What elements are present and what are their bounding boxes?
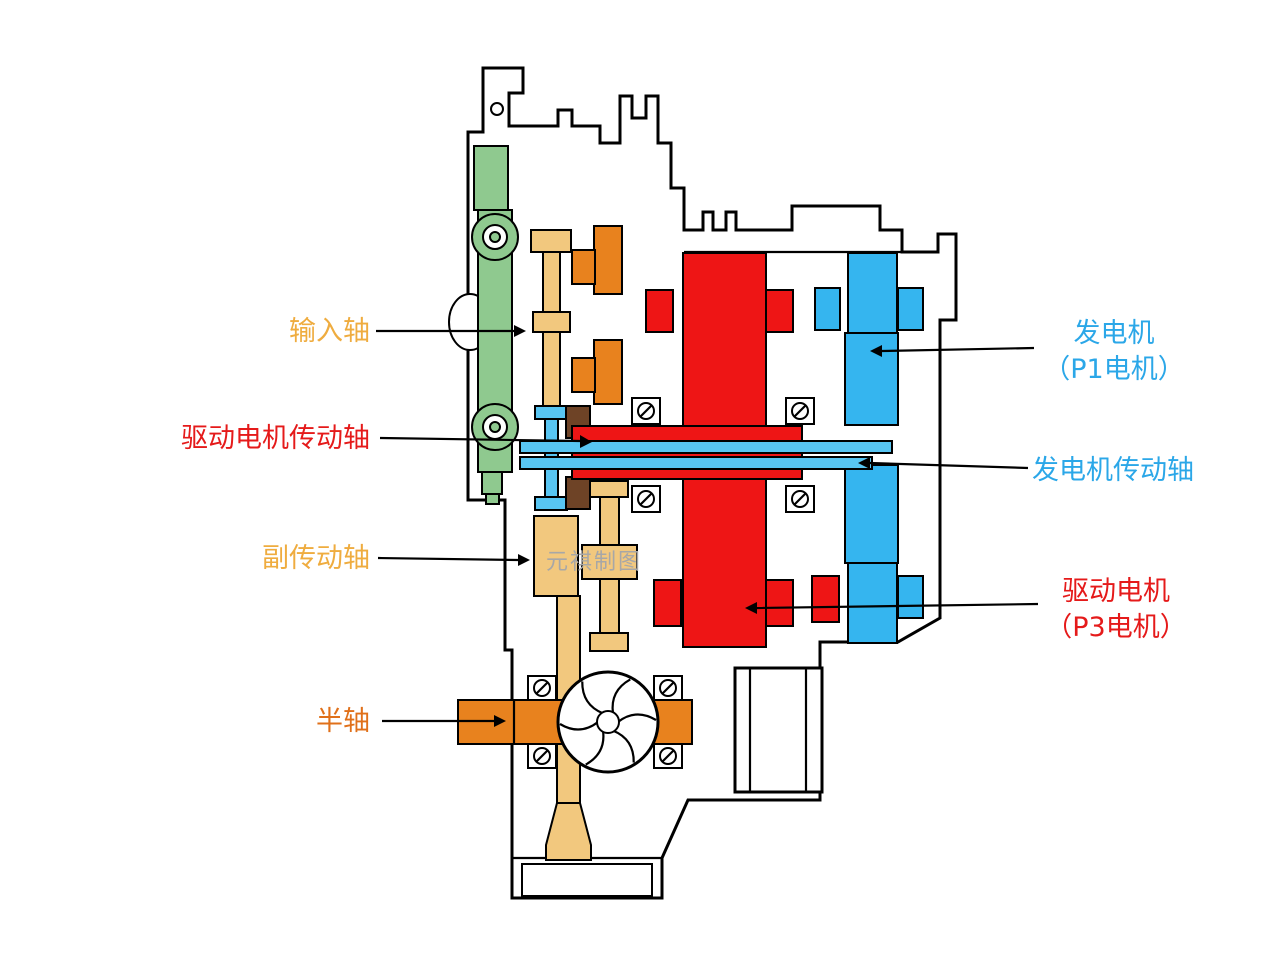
bearing-slash	[793, 404, 807, 418]
label-generator-line1: 发电机	[1073, 318, 1155, 349]
damper-stub-1	[481, 471, 503, 495]
spline-coupling-lower	[565, 476, 591, 510]
diff-spoke	[585, 730, 605, 766]
arrow-counter-shaft	[518, 554, 530, 566]
leader-generator	[881, 346, 1035, 353]
generator-shaft-upper	[519, 440, 893, 454]
diff-spoke	[617, 713, 657, 723]
input-shaft-collar	[532, 311, 571, 333]
housing-bolt	[490, 102, 504, 116]
drive-motor-lug-br	[765, 579, 794, 627]
label-half-shaft: 半轴	[316, 706, 370, 737]
bearing-slash	[639, 404, 653, 418]
generator-shaft-lower	[519, 456, 873, 470]
label-drive-motor: 驱动电机 （P3电机）	[1040, 574, 1192, 647]
bearing-slash	[661, 681, 675, 695]
input-shaft	[530, 229, 572, 409]
input-shaft-flange	[530, 229, 572, 253]
diff-spoke	[559, 721, 599, 731]
damper-top	[473, 145, 509, 211]
label-generator-shaft: 发电机传动轴	[1032, 455, 1194, 486]
generator-rotor-upper	[844, 332, 899, 426]
bearing-icon	[527, 675, 557, 701]
generator-rotor-lower	[844, 464, 899, 564]
drive-motor-stator-top	[682, 252, 767, 428]
generator-shaft	[519, 440, 893, 470]
bearing-icon	[527, 743, 557, 769]
gear-cluster-upper	[571, 225, 623, 295]
label-counter-shaft: 副传动轴	[262, 543, 370, 574]
label-drive-motor-line2: （P3电机）	[1045, 612, 1187, 644]
differential-hub	[596, 710, 620, 734]
leader-counter-shaft	[377, 556, 519, 562]
differential-spokes	[559, 678, 657, 766]
diff-spoke	[611, 678, 631, 714]
damper-hub-upper-center	[489, 231, 501, 243]
leader-lines	[376, 325, 1039, 727]
generator-lug-tr	[897, 287, 924, 331]
label-generator: 发电机 （P1电机）	[1036, 316, 1192, 389]
arrow-input-shaft	[514, 325, 526, 337]
generator	[814, 252, 924, 644]
bearing-slash	[793, 492, 807, 506]
counter-flange-top	[589, 480, 629, 498]
bearing-icon	[631, 397, 661, 425]
gear-cluster-lower	[571, 339, 623, 405]
bearing-icon	[631, 485, 661, 513]
generator-lug-br	[897, 575, 924, 619]
drive-motor-lug-bl	[653, 579, 682, 627]
leader-drive-motor	[756, 602, 1039, 610]
counter-flange-bottom	[589, 632, 629, 652]
counter-gear	[533, 515, 579, 597]
gear-lower-a	[593, 339, 623, 405]
housing-end-cover	[733, 666, 824, 794]
bearing-icon	[785, 485, 815, 513]
counter-stem-upper	[599, 496, 620, 546]
arrow-drive-motor-shaft	[580, 435, 592, 448]
gear-upper-a	[593, 225, 623, 295]
ibeam-bottom-flange	[534, 496, 568, 511]
final-drive-foot	[545, 802, 592, 861]
arrow-generator-shaft	[858, 457, 870, 469]
arrow-generator	[870, 345, 882, 357]
generator-stator-bottom	[847, 562, 898, 644]
bearing-icon	[785, 397, 815, 425]
diff-spoke	[581, 681, 604, 715]
input-shaft-stem	[542, 331, 561, 409]
input-shaft-neck	[542, 251, 561, 313]
bearing-slash	[661, 749, 675, 763]
bearing-icon	[653, 743, 683, 769]
gear-upper-b	[571, 249, 596, 285]
drive-motor-lug-far-right	[811, 575, 840, 623]
ibeam-top-flange	[534, 405, 568, 420]
label-input-shaft: 输入轴	[289, 316, 370, 347]
housing-sump-detail	[521, 863, 653, 897]
leader-drive-motor-shaft	[379, 436, 581, 443]
bearings	[527, 397, 815, 769]
bearing-icon	[653, 675, 683, 701]
arrow-half-shaft	[494, 715, 506, 727]
generator-stator-top	[847, 252, 898, 334]
drive-motor-lug-tl	[645, 289, 674, 333]
damper-stub-2	[485, 493, 500, 505]
label-drive-motor-shaft: 驱动电机传动轴	[181, 423, 370, 454]
counter-stem-lower	[599, 578, 620, 634]
bearing-slash	[639, 492, 653, 506]
diff-spoke	[612, 729, 635, 763]
watermark: 元祺制图	[546, 550, 643, 575]
label-generator-line2: （P1电机）	[1043, 354, 1185, 386]
differential	[556, 670, 660, 774]
label-drive-motor-line1: 驱动电机	[1062, 576, 1170, 607]
drive-motor-stator-bottom	[682, 478, 767, 648]
arrow-drive-motor	[745, 602, 757, 614]
leader-generator-shaft	[869, 461, 1029, 470]
bearing-slash	[535, 749, 549, 763]
generator-lug-tl	[814, 287, 841, 331]
bearing-slash	[535, 681, 549, 695]
damper-hub-lower-center	[489, 421, 501, 433]
engine-damper-assembly	[471, 145, 519, 505]
gear-lower-b	[571, 357, 596, 393]
drive-motor-lug-tr	[765, 289, 794, 333]
